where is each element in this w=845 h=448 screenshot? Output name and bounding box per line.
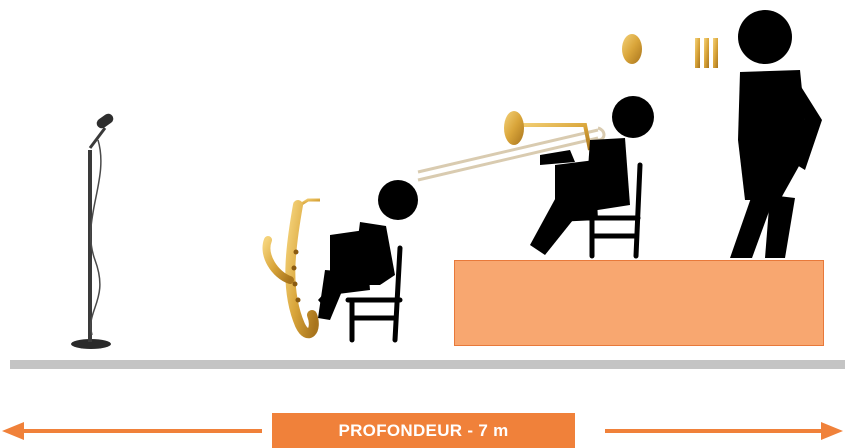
depth-label: PROFONDEUR - 7 m [272,413,575,448]
arrow-left-icon [2,422,262,440]
arrow-right-icon [605,422,843,440]
trumpet-icon [622,34,740,68]
microphone-stand-icon [71,112,115,349]
standing-musician-icon [730,10,822,258]
saxophone-icon [267,200,320,333]
